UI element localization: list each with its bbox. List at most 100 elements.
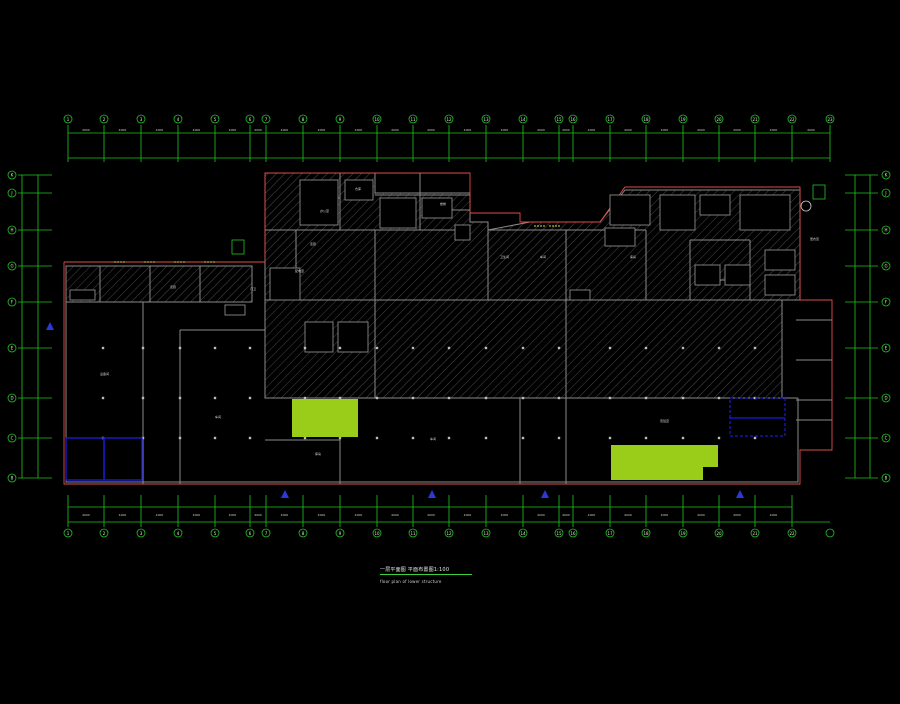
bottom-axis-bubble (99, 528, 109, 538)
top-axis-label: 1 (67, 117, 70, 122)
bottom-axis-label: 1 (67, 531, 70, 536)
top-axis-bubble (444, 114, 454, 124)
top-axis-label: 9 (339, 117, 342, 122)
small-room (764, 249, 796, 271)
top-axis-bubble (210, 114, 220, 124)
structural-column (717, 396, 721, 400)
top-axis-label: 14 (520, 117, 526, 122)
structural-column (644, 396, 648, 400)
room-label: 设备间 (100, 371, 109, 376)
top-dimension-label: 4000 (501, 128, 509, 132)
small-room (604, 227, 636, 247)
room-walls (66, 173, 832, 484)
room-label: 值班室 (660, 418, 669, 423)
structural-column (484, 436, 488, 440)
small-room (269, 267, 301, 301)
structural-column (447, 436, 451, 440)
structural-column (681, 436, 685, 440)
top-dimension-label: 4000 (770, 128, 778, 132)
entrance-marker (281, 490, 289, 498)
left-axis-bubble (7, 297, 17, 307)
bottom-dimension-label: 4000 (588, 513, 596, 517)
room-labels: 办公室仓库走廊配电室楼梯卫生间车间库房门卫走廊设备间车间车间值班室库房更衣室 (100, 186, 819, 456)
bottom-dimension-label: 4000 (733, 513, 741, 517)
bottom-axis-bubble (641, 528, 651, 538)
top-axis-bubble (750, 114, 760, 124)
top-axis-label: 11 (410, 117, 416, 122)
bottom-axis-label: 8 (302, 531, 305, 536)
bottom-axis-bubble (554, 528, 564, 538)
top-axis-bubble (173, 114, 183, 124)
bottom-axis-label: 3 (140, 531, 143, 536)
structural-column (484, 396, 488, 400)
top-dimension-label: 4000 (355, 128, 363, 132)
structural-column (521, 396, 525, 400)
structural-column (375, 436, 379, 440)
bottom-axis-label: 9 (339, 531, 342, 536)
top-dimension-label: 4000 (807, 128, 815, 132)
bottom-axis-bubble (714, 528, 724, 538)
top-axis-label: 10 (374, 117, 380, 122)
bottom-dimension-label: 4000 (464, 513, 472, 517)
structural-column (681, 346, 685, 350)
structural-column (178, 436, 182, 440)
bottom-dimension-label: 4000 (661, 513, 669, 517)
structural-column (411, 346, 415, 350)
entrance-marker (541, 490, 549, 498)
round-feature (800, 200, 812, 212)
bottom-axis-label: 12 (446, 531, 452, 536)
bottom-dimension-label: 4000 (318, 513, 326, 517)
structural-column (303, 346, 307, 350)
top-axis-bubble (825, 114, 835, 124)
top-axis-bubble (261, 114, 271, 124)
top-axis-label: 8 (302, 117, 305, 122)
bottom-axis-bubble (136, 528, 146, 538)
bottom-dimension-label: 4000 (229, 513, 237, 517)
top-axis-label: 4 (177, 117, 180, 122)
left-axis-bubble (7, 343, 17, 353)
left-axis-label: E (11, 346, 14, 351)
structural-column (213, 436, 217, 440)
room-label: 配电室 (295, 268, 304, 273)
structural-column (213, 346, 217, 350)
room-label: 更衣室 (810, 236, 819, 241)
structural-column (303, 436, 307, 440)
building-outer-outline (63, 172, 833, 485)
structural-column (248, 436, 252, 440)
top-axis-label: 16 (570, 117, 576, 122)
structural-column (178, 346, 182, 350)
structural-column (375, 396, 379, 400)
structural-column (411, 396, 415, 400)
right-axis-bubble (881, 225, 891, 235)
top-axis-bubble (481, 114, 491, 124)
drawing-title-block: 一层平面图 平面布置图1:100 floor plan of lower str… (380, 566, 472, 584)
bottom-axis-bubble (63, 528, 73, 538)
structural-column (101, 346, 105, 350)
small-room (694, 264, 721, 286)
right-axis-bubble (881, 261, 891, 271)
bottom-axis-bubble (372, 528, 382, 538)
small-room (69, 289, 96, 301)
small-room (764, 274, 796, 296)
left-axis-label: K (11, 173, 14, 178)
structural-column (484, 346, 488, 350)
top-dimension-label: 4000 (697, 128, 705, 132)
top-dimension-label: 4000 (193, 128, 201, 132)
bottom-axis-bubble (750, 528, 760, 538)
bottom-axis-bubble (678, 528, 688, 538)
structural-column (557, 346, 561, 350)
top-dimension-label: 4000 (661, 128, 669, 132)
structural-column (248, 346, 252, 350)
left-axis-bubble (7, 188, 17, 198)
left-axis-label: C (11, 436, 14, 441)
bottom-dimension-label: 4000 (697, 513, 705, 517)
right-axis-bubble (881, 473, 891, 483)
structural-column (101, 396, 105, 400)
structural-column (141, 346, 145, 350)
top-axis-label: 22 (789, 117, 795, 122)
bottom-axis-bubble-end (825, 528, 835, 538)
structural-column (141, 436, 145, 440)
top-axis-bubble (245, 114, 255, 124)
structural-column (644, 436, 648, 440)
